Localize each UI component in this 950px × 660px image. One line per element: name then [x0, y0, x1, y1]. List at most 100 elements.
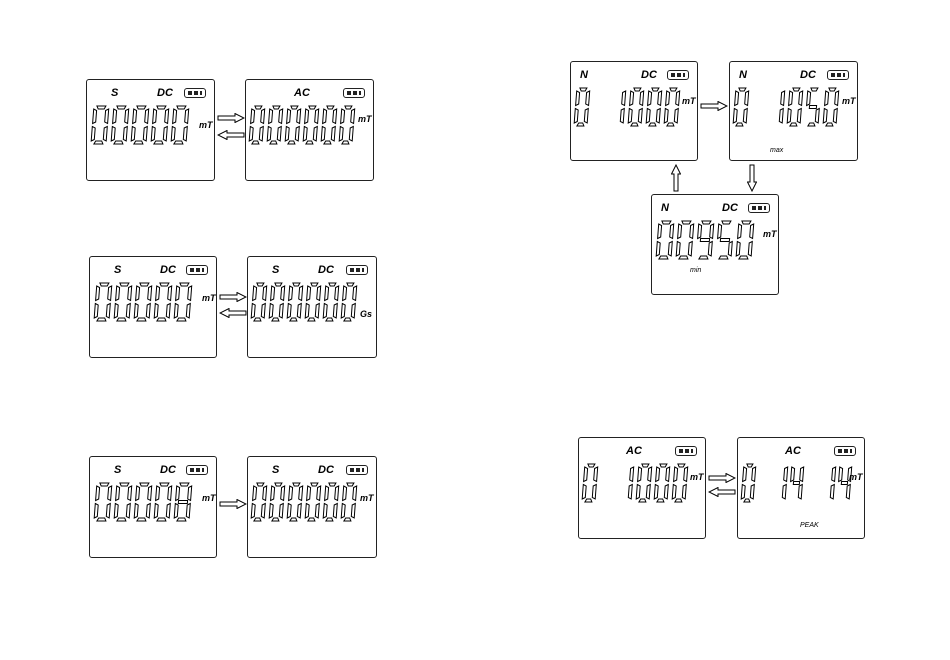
- segment-b: [279, 109, 283, 124]
- segment-e: [285, 127, 289, 142]
- segment-e: [736, 242, 740, 257]
- segment-d: [659, 256, 668, 259]
- arrow-right-icon: [708, 473, 736, 483]
- segment-d: [577, 123, 584, 126]
- seven-segment-reading: [90, 257, 218, 359]
- segment-c: [106, 504, 110, 519]
- segment-c: [351, 504, 355, 519]
- segment-e: [672, 485, 676, 500]
- segment-g: [720, 239, 729, 242]
- segment-f: [735, 91, 739, 106]
- segment-d: [675, 499, 682, 502]
- segment-c: [331, 127, 335, 142]
- segment-f: [666, 91, 670, 106]
- segment-d: [699, 256, 708, 259]
- segment-c: [750, 485, 754, 500]
- segment-d: [157, 318, 166, 321]
- segment-c: [830, 485, 834, 500]
- segment-c: [688, 242, 692, 257]
- segment-b: [168, 486, 172, 501]
- segment-b: [353, 486, 357, 501]
- segment-e: [269, 304, 273, 319]
- segment-e: [131, 127, 135, 142]
- segment-b: [745, 91, 749, 106]
- segment-b: [594, 467, 598, 482]
- segment-a: [140, 483, 149, 486]
- segment-a: [160, 483, 169, 486]
- lcd-display: AC mT PEAK: [737, 437, 865, 539]
- seven-segment-reading: [571, 62, 699, 162]
- seven-segment-reading: [579, 438, 707, 540]
- segment-c: [664, 485, 668, 500]
- segment-e: [305, 304, 309, 319]
- segment-b: [684, 467, 688, 482]
- segment-d: [308, 518, 315, 521]
- segment-e: [251, 304, 255, 319]
- arrow-right-icon: [219, 499, 247, 509]
- segment-f: [116, 486, 120, 501]
- segment-e: [94, 504, 98, 519]
- segment-a: [97, 106, 106, 109]
- segment-c: [259, 127, 263, 142]
- segment-c: [668, 242, 672, 257]
- segment-e: [341, 304, 345, 319]
- segment-f: [136, 286, 140, 301]
- segment-a: [634, 88, 641, 91]
- segment-e: [287, 504, 291, 519]
- segment-f: [630, 91, 634, 106]
- unit-label: mT: [849, 472, 863, 482]
- segment-d: [308, 318, 315, 321]
- lcd-display: N DC mT: [570, 61, 698, 161]
- segment-c: [163, 127, 167, 142]
- segment-c: [106, 304, 110, 319]
- segment-c: [315, 504, 319, 519]
- segment-a: [100, 483, 109, 486]
- segment-a: [257, 283, 264, 286]
- segment-a: [180, 483, 189, 486]
- segment-c: [297, 504, 301, 519]
- segment-d: [270, 141, 277, 144]
- segment-b: [317, 486, 321, 501]
- segment-c: [748, 242, 752, 257]
- segment-a: [275, 283, 282, 286]
- segment-d: [679, 256, 688, 259]
- segment-d: [290, 318, 297, 321]
- segment-g: [809, 106, 816, 109]
- segment-e: [267, 127, 271, 142]
- segment-a: [660, 464, 667, 467]
- segment-f: [253, 486, 257, 501]
- segment-c: [277, 127, 281, 142]
- segment-f: [305, 109, 309, 124]
- segment-a: [291, 106, 298, 109]
- segment-b: [297, 109, 301, 124]
- segment-d: [790, 123, 797, 126]
- segment-f: [289, 286, 293, 301]
- arrow-up-icon: [671, 164, 681, 192]
- segment-b: [630, 467, 634, 482]
- segment-f: [743, 467, 747, 482]
- segment-d: [117, 318, 126, 321]
- segment-a: [273, 106, 280, 109]
- segment-c: [846, 485, 850, 500]
- segment-c: [674, 109, 678, 124]
- segment-d: [826, 123, 833, 126]
- segment-c: [333, 504, 337, 519]
- unit-label: mT: [690, 472, 704, 482]
- segment-f: [133, 109, 137, 124]
- segment-d: [585, 499, 592, 502]
- segment-b: [670, 224, 674, 239]
- segment-f: [576, 91, 580, 106]
- segment-b: [622, 91, 626, 106]
- segment-b: [281, 286, 285, 301]
- segment-c: [333, 304, 337, 319]
- segment-e: [287, 304, 291, 319]
- segment-d: [667, 123, 674, 126]
- segment-f: [807, 91, 811, 106]
- segment-e: [91, 127, 95, 142]
- arrow-right-icon: [217, 113, 245, 123]
- segment-f: [96, 486, 100, 501]
- segment-b: [658, 91, 662, 106]
- segment-d: [657, 499, 664, 502]
- segment-b: [263, 486, 267, 501]
- segment-e: [676, 242, 680, 257]
